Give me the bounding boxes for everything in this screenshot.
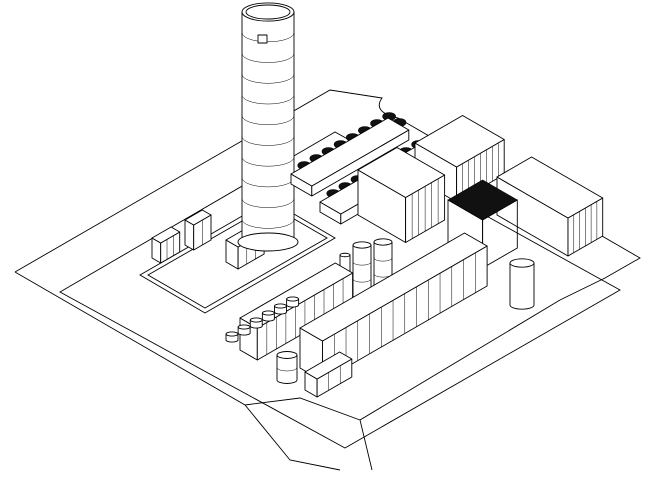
skid-equipment [151, 226, 181, 264]
box-roof [184, 209, 212, 226]
exhaust-stack [237, 2, 299, 252]
stack-hatch [257, 34, 268, 44]
enclosure-building [357, 147, 446, 243]
cylinder-top [286, 296, 300, 302]
cylinder-top [237, 324, 251, 330]
cylinder-band [241, 136, 295, 146]
stack-pad [139, 199, 336, 314]
box-roof [414, 115, 505, 168]
cylinder-band [373, 257, 393, 262]
cooler-frame [290, 117, 410, 197]
small-fan-unit [261, 310, 275, 322]
cylinder-top [373, 238, 393, 246]
cylinder-band [352, 261, 372, 266]
cylinder-band [241, 219, 295, 229]
cylinder-body [241, 12, 295, 250]
cylinder-band [241, 53, 295, 63]
cylinder-top [509, 258, 535, 268]
small-fan-unit [237, 324, 251, 336]
cylinder-body [276, 355, 298, 384]
cylinder-band [241, 94, 295, 105]
enclosure-building [496, 156, 604, 257]
skid-equipment [184, 209, 212, 251]
vessel [276, 351, 298, 384]
box-roof [151, 226, 181, 244]
cylinder-top [225, 331, 239, 337]
box-roof [290, 117, 410, 187]
enclosure-building [299, 232, 488, 382]
cylinder-band [276, 367, 298, 372]
cylinder-top [352, 241, 372, 249]
cylinder-band [241, 157, 295, 167]
cylinder-band [241, 198, 295, 208]
cylinder-top [261, 310, 275, 316]
cylinder-top [241, 2, 295, 22]
cylinder-band [241, 74, 295, 84]
box-roof [447, 179, 518, 221]
cylinder-band [241, 115, 295, 125]
cylinder-body [509, 263, 535, 310]
skid-equipment [304, 351, 353, 398]
box-roof [304, 351, 353, 380]
small-fan-unit [274, 303, 287, 315]
stack-rim [245, 4, 291, 20]
stack-base [237, 232, 299, 252]
small-fan-unit [249, 317, 263, 329]
cylinder-band [352, 278, 372, 283]
box-roof [496, 156, 604, 219]
cylinder-band [241, 32, 295, 43]
box-roof [357, 147, 446, 198]
steel-structure [447, 179, 518, 269]
cylinder-top [276, 351, 298, 359]
small-fan-unit [286, 296, 300, 308]
cylinder-top [339, 252, 351, 258]
cylinder-top [249, 317, 263, 323]
cylinder-top [274, 303, 287, 309]
box-roof [299, 232, 488, 342]
small-fan-unit [225, 331, 239, 343]
storage-tank [509, 258, 535, 310]
